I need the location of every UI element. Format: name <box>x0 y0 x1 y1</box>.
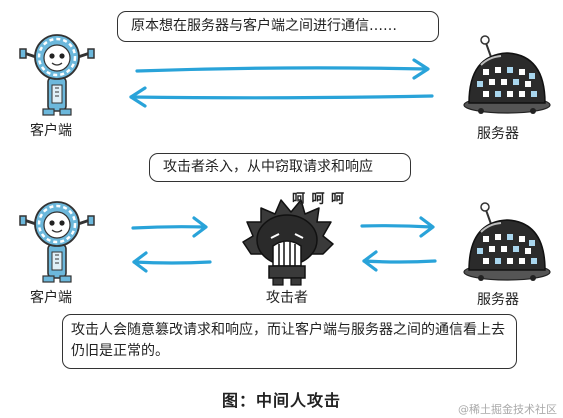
figure-caption: 图：中间人攻击 <box>221 391 341 410</box>
attacker-laugh-text: 呵 呵 呵 <box>292 192 346 207</box>
client-to-attacker-arrow <box>131 216 208 238</box>
attacker-icon <box>242 199 334 286</box>
response-arrow <box>129 86 434 108</box>
client-robot-icon <box>18 33 96 117</box>
client-robot-icon <box>18 200 96 284</box>
server-robot-icon <box>463 202 551 282</box>
speech-bubble-original-intent: 原本想在服务器与客户端之间进行通信…… <box>117 11 439 42</box>
client-label: 客户端 <box>30 290 72 306</box>
speech-text: 攻击者杀入，从中窃取请求和响应 <box>163 159 373 175</box>
server-label: 服务器 <box>477 292 519 308</box>
attacker-label: 攻击者 <box>266 290 308 306</box>
client-label: 客户端 <box>30 123 72 139</box>
speech-text: 原本想在服务器与客户端之间进行通信…… <box>131 18 397 34</box>
server-to-attacker-arrow <box>362 250 437 272</box>
attacker-to-client-arrow <box>132 251 212 273</box>
speech-bubble-tampering-explanation: 攻击人会随意篡改请求和响应，而让客户端与服务器之间的通信看上去仍旧是正常的。 <box>62 314 517 369</box>
speech-bubble-attacker-intercepts: 攻击者杀入，从中窃取请求和响应 <box>149 153 411 182</box>
watermark: @稀土掘金技术社区 <box>458 403 557 416</box>
server-robot-icon <box>463 35 551 115</box>
attacker-to-server-arrow <box>360 216 435 238</box>
request-arrow <box>135 58 430 80</box>
server-label: 服务器 <box>477 126 519 142</box>
speech-text: 攻击人会随意篡改请求和响应，而让客户端与服务器之间的通信看上去仍旧是正常的。 <box>71 322 505 359</box>
